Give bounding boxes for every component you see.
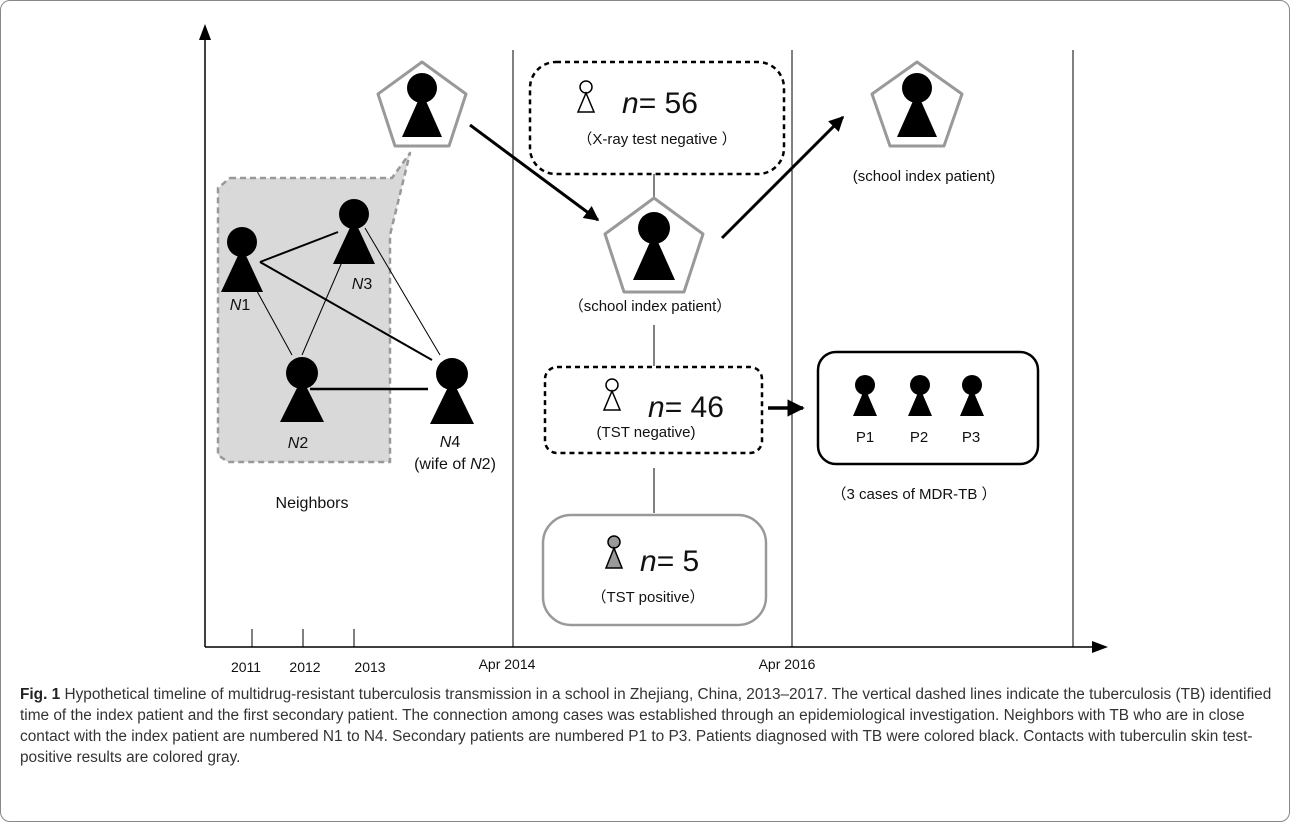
tst-negative-label: (TST negative)	[597, 424, 696, 441]
link-n1-n2	[251, 281, 293, 356]
xray-negative-box	[528, 60, 786, 176]
transmission-diagram: 2011 2012 2013 Apr 2014 Apr 2016 N1 N3 N…	[199, 24, 1108, 675]
figure-caption: Fig. 1 Hypothetical timeline of multidru…	[20, 684, 1275, 768]
tst-negative-box	[543, 365, 764, 455]
neighbor-n4-note: (wife of N2)	[414, 456, 496, 473]
link-n3-n4	[364, 227, 441, 356]
tst-positive-box	[541, 513, 768, 627]
link-n2-n3	[301, 254, 346, 356]
xray-negative-label: （X-ray test negative ）	[577, 131, 736, 148]
secondary-patient-p2-figure	[908, 375, 932, 416]
link-n1-n4	[259, 261, 433, 361]
secondary-patients-label: （3 cases of MDR-TB ）	[831, 486, 996, 503]
tst-positive-label: （TST positive）	[591, 589, 704, 606]
neighbor-n2-label: N2	[288, 435, 309, 452]
tick-label-2013: 2013	[354, 659, 385, 675]
school-index-patient-later-label: (school index patient)	[853, 168, 996, 185]
tst-negative-count: n= 46	[648, 391, 724, 424]
link-n1-n3	[259, 231, 339, 263]
school-index-patient-later-pentagon	[870, 60, 964, 148]
secondary-patient-p3-figure	[960, 375, 984, 416]
neighbor-n3-figure	[333, 199, 375, 264]
x-axis-arrow-icon	[1092, 641, 1108, 653]
caption-fig-label: Fig. 1	[20, 686, 61, 703]
source-patient-pentagon	[376, 60, 468, 148]
neighbor-n3-label: N3	[352, 276, 373, 293]
neighbor-n1-label: N1	[230, 297, 251, 314]
contact-outline-icon	[602, 378, 622, 411]
neighbor-n1-figure	[221, 227, 263, 292]
tick-label-2012: 2012	[289, 659, 320, 675]
secondary-patient-p3-label: P3	[962, 429, 980, 446]
neighbors-group-label: Neighbors	[276, 495, 349, 512]
contact-gray-icon	[604, 535, 624, 569]
tick-label-2011: 2011	[231, 659, 261, 675]
school-index-patient-label: （school index patient）	[569, 298, 732, 315]
milestone-label-apr-2016: Apr 2016	[759, 656, 816, 672]
neighbor-n2-figure	[280, 357, 324, 422]
neighbors-area	[216, 151, 412, 464]
secondary-patient-p1-label: P1	[856, 429, 874, 446]
arrow-source-to-index	[469, 123, 600, 222]
neighbor-n4-figure	[430, 358, 474, 424]
school-index-patient-pentagon	[603, 196, 705, 294]
neighbor-n4-label: N4	[440, 434, 461, 451]
secondary-patient-p2-label: P2	[910, 429, 928, 446]
arrow-index-to-later	[720, 115, 845, 240]
caption-text: Hypothetical timeline of multidrug-resis…	[20, 686, 1272, 766]
secondary-patient-p1-figure	[853, 375, 877, 416]
y-axis-arrow-icon	[199, 24, 211, 40]
tst-positive-count: n= 5	[640, 545, 699, 578]
contact-outline-icon	[576, 80, 596, 113]
milestone-label-apr-2014: Apr 2014	[479, 656, 536, 672]
xray-negative-count: n= 56	[622, 87, 698, 120]
